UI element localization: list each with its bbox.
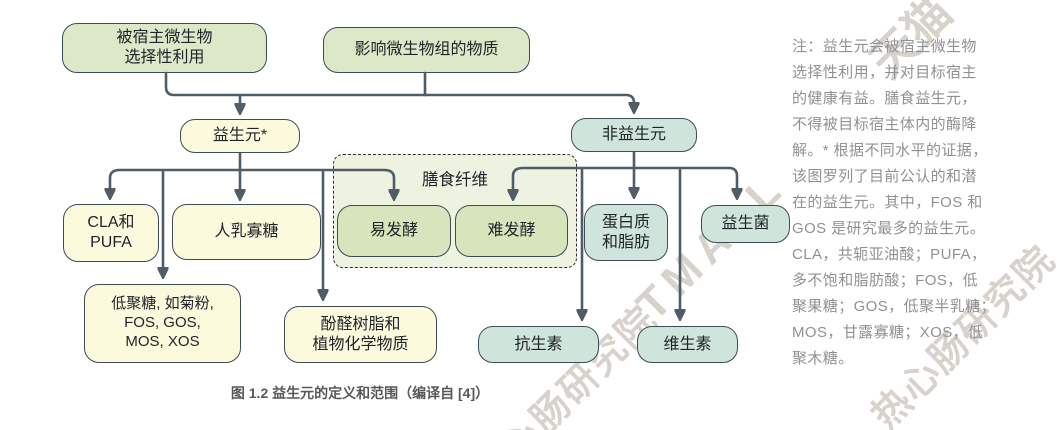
node-non-prebiotics: 非益生元	[571, 118, 697, 152]
arrow-selective-to-bus	[164, 71, 242, 97]
node-phenolics: 酚醛树脂和 植物化学物质	[284, 306, 437, 363]
node-probiotics: 益生菌	[701, 205, 790, 243]
node-hmo: 人乳寡糖	[172, 204, 321, 260]
node-prebiotics: 益生元*	[180, 119, 300, 153]
arrow-bus-to-nonprebiotics	[240, 93, 634, 112]
node-antibiotics: 抗生素	[478, 326, 599, 363]
figure-note: 注：益生元会被宿主微生物 选择性利用，并对目标宿主 的健康有益。膳食益生元， 不…	[792, 38, 996, 367]
node-oligosaccharides: 低聚糖, 如菊粉, FOS, GOS, MOS, XOS	[84, 284, 241, 363]
node-fermentable: 易发酵	[337, 205, 451, 257]
figure-caption: 图 1.2 益生元的定义和范围（编译自 [4]）	[230, 385, 490, 401]
arrow-nonprebiotics-to-probiotics	[634, 166, 737, 198]
node-selective-use: 被宿主微生物 选择性利用	[62, 23, 267, 73]
node-substances: 影响微生物组的物质	[323, 27, 530, 73]
dietary-fiber-label: 膳食纤维	[422, 171, 488, 189]
node-vitamins: 维生素	[637, 326, 738, 363]
node-cla-pufa: CLA和 PUFA	[63, 204, 159, 262]
arrow-prebiotics-to-cla	[110, 168, 240, 198]
node-protein-fat: 蛋白质 和脂肪	[584, 204, 668, 261]
node-non-fermentable: 难发酵	[455, 205, 568, 257]
